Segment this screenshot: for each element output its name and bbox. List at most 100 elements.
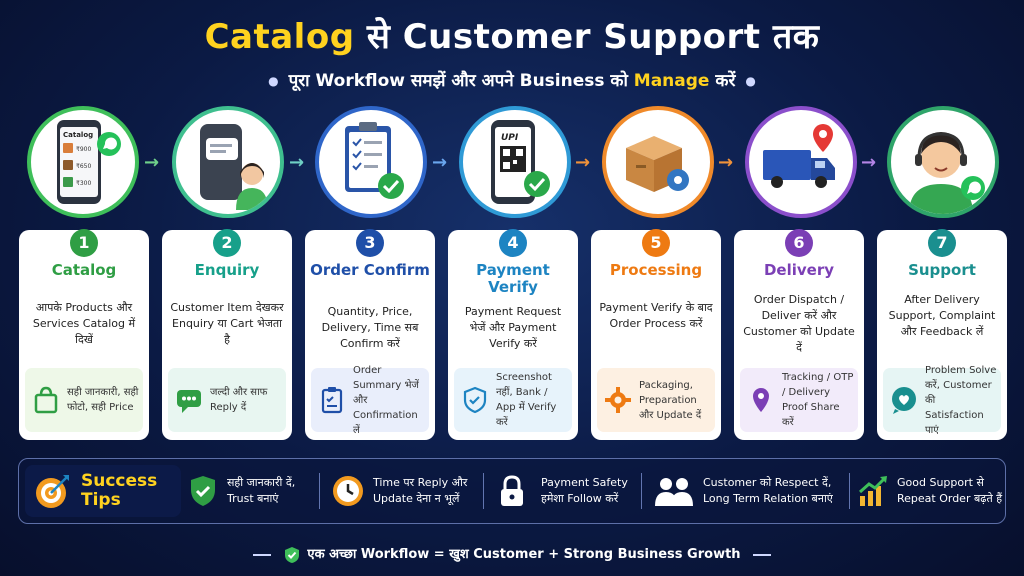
divider (483, 473, 484, 509)
chat-enquiry-icon (200, 124, 268, 210)
title-highlight: Catalog (204, 17, 355, 57)
tip-line1: Customer को Respect दें, (703, 476, 832, 489)
tip-line1: Good Support से (897, 476, 984, 489)
success-tip-item: Time पर Reply और Update देना न भूलें (331, 469, 467, 513)
arrow-icon: → (432, 152, 448, 173)
step-description: Payment Request भेजें और Payment Verify … (464, 305, 562, 350)
step-3-illustration (315, 106, 427, 218)
success-tips-label-line2: Tips (81, 490, 121, 510)
step-tip: सही जानकारी, सही फोटो, सही Price (25, 368, 143, 432)
footer-text: एक अच्छा Workflow = खुश Customer + Stron… (307, 547, 741, 562)
arrow-icon: → (289, 152, 305, 173)
shield-check-icon (458, 383, 492, 417)
success-tips-bar: Success Tips सही जानकारी दें, Trust बनाएं… (18, 458, 1006, 524)
divider (849, 473, 850, 509)
success-tips-label-line1: Success (81, 471, 158, 491)
step-number: 1 (70, 229, 98, 257)
chat-bubble-icon (172, 383, 206, 417)
step-6-illustration (745, 106, 857, 218)
tip-line2: Update देना न भूलें (373, 492, 460, 505)
success-tips-label: Success Tips (81, 472, 157, 510)
step-tip-text: Order Summary भेजें और Confirmation लें (353, 364, 419, 436)
step-number: 5 (642, 229, 670, 257)
catalog-price-3: ₹300 (76, 180, 91, 187)
box-gear-icon (626, 136, 689, 192)
tip-line2: Repeat Order बढ़ते हैं (897, 492, 1003, 505)
delivery-truck-icon (763, 124, 835, 188)
upi-qr-icon: UPI (491, 120, 550, 204)
step-tip: Order Summary भेजें और Confirmation लें (311, 365, 429, 436)
step-number: 3 (356, 229, 384, 257)
bullet-icon: ● (745, 74, 756, 88)
arrow-icon: → (718, 152, 734, 173)
step-description: After Delivery Support, Complaint और Fee… (888, 293, 996, 338)
step-number: 2 (213, 229, 241, 257)
tip-line2: Trust बनाएं (227, 492, 279, 505)
phone-catalog-icon: Catalog ₹900 ₹650 ₹300 (57, 120, 121, 204)
tip-line1: सही जानकारी दें, (227, 476, 296, 489)
divider-line (252, 553, 271, 556)
step-tip-text: जल्दी और साफ Reply दें (210, 387, 268, 413)
step-5-illustration (602, 106, 714, 218)
success-tip-item: Payment Safety हमेशा Follow करें (497, 469, 628, 513)
heart-chat-icon (887, 383, 921, 417)
step-description: Order Dispatch / Deliver करें और Custome… (743, 293, 855, 354)
success-tip-item: Customer को Respect दें, Long Term Relati… (653, 469, 833, 513)
step-tip: Screenshot नहीं, Bank / App में Verify क… (454, 368, 572, 432)
step-7-illustration (887, 106, 999, 218)
footer-tagline: एक अच्छा Workflow = खुश Customer + Stron… (0, 544, 1024, 564)
arrow-icon: → (144, 152, 160, 173)
tip-line1: Time पर Reply और (373, 476, 468, 489)
divider-line (753, 553, 772, 556)
growth-chart-icon (859, 476, 887, 506)
shield-check-icon (285, 546, 300, 563)
success-tips-header: Success Tips (25, 465, 181, 517)
step-tip-text: Packaging, Preparation और Update दें (639, 379, 702, 421)
step-number: 4 (499, 229, 527, 257)
step-title: Catalog (51, 261, 117, 279)
support-agent-icon (909, 132, 985, 214)
catalog-price-1: ₹900 (76, 146, 91, 153)
title-rest: से Customer Support तक (354, 17, 820, 57)
step-tip: Tracking / OTP / Delivery Proof Share कर… (740, 368, 858, 432)
tip-line2: Long Term Relation बनाएं (703, 492, 833, 505)
step-tip-text: Problem Solve करें, Customer की Satisfac… (925, 364, 997, 436)
subtitle-highlight: Manage (633, 71, 710, 91)
step-tip: Packaging, Preparation और Update दें (597, 368, 715, 432)
step-2-illustration (172, 106, 284, 218)
step-title: Processing (609, 261, 703, 279)
target-icon (36, 475, 69, 508)
step-number: 6 (785, 229, 813, 257)
step-4-illustration: UPI (459, 106, 571, 218)
catalog-price-2: ₹650 (76, 163, 91, 170)
tip-line1: Payment Safety (541, 476, 628, 489)
shield-check-icon (191, 476, 215, 506)
divider (319, 473, 320, 509)
success-tip-item: Good Support से Repeat Order बढ़ते हैं (857, 469, 1002, 513)
clipboard-list-icon (315, 383, 349, 417)
arrow-icon: → (575, 152, 591, 173)
step-number: 7 (928, 229, 956, 257)
step-title: Support (908, 261, 976, 279)
step-card-4: 4 Payment Verify Payment Request भेजें औ… (448, 229, 578, 440)
bullet-icon: ● (268, 74, 279, 88)
gear-icon (601, 383, 635, 417)
step-description: आपके Products और Services Catalog में दि… (32, 301, 136, 346)
step-card-6: 6 Delivery Order Dispatch / Deliver करें… (734, 229, 864, 440)
tip-line2: हमेशा Follow करें (541, 492, 619, 505)
location-pin-icon (744, 383, 778, 417)
page-subtitle: ●पूरा Workflow समझें और अपने Business को… (0, 68, 1024, 91)
step-card-5: 5 Processing Payment Verify के बाद Order… (591, 229, 721, 440)
step-title: Order Confirm (310, 261, 430, 279)
step-tip-text: Tracking / OTP / Delivery Proof Share कर… (782, 372, 854, 428)
step-card-2: 2 Enquiry Customer Item देखकर Enquiry या… (162, 229, 292, 440)
step-card-7: 7 Support After Delivery Support, Compla… (877, 229, 1007, 440)
step-1-illustration: Catalog ₹900 ₹650 ₹300 (27, 106, 139, 218)
people-icon (655, 478, 693, 506)
step-tip: जल्दी और साफ Reply दें (168, 368, 286, 432)
success-tip-item: सही जानकारी दें, Trust बनाएं (187, 469, 295, 513)
step-title: Delivery (763, 261, 835, 279)
step-title: Payment Verify (476, 261, 550, 296)
step-description: Quantity, Price, Delivery, Time सब Confi… (321, 305, 419, 350)
step-description: Payment Verify के बाद Order Process करें (599, 301, 713, 330)
